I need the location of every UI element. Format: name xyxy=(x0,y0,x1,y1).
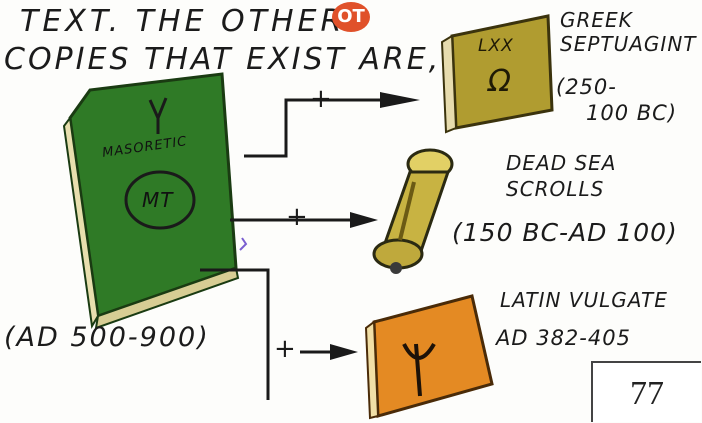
vulgate-date: AD 382-405 xyxy=(496,326,631,350)
septuagint-label-line1: GREEK xyxy=(560,8,633,32)
plus-sign-scrolls: + xyxy=(286,202,309,232)
arrow-to-vulgate xyxy=(330,344,358,360)
dead-sea-scrolls-date: (150 BC-AD 100) xyxy=(452,218,678,247)
ot-badge: OT xyxy=(332,2,370,32)
septuagint-cover-text: LXX xyxy=(478,36,514,56)
dead-sea-scrolls-label: DEAD SEA SCROLLS xyxy=(506,150,617,202)
plus-sign-vulgate: + xyxy=(274,334,297,364)
septuagint-label-line2: SEPTUAGINT xyxy=(560,32,697,56)
arrow-to-septuagint xyxy=(380,92,420,108)
septuagint-date-line1: (250- xyxy=(556,75,617,99)
vulgate-label: LATIN VULGATE xyxy=(500,288,668,312)
masoretic-date: (AD 500-900) xyxy=(4,322,210,353)
header-line-2: COPIES THAT EXIST ARE, xyxy=(4,42,441,77)
septuagint-omega: Ω xyxy=(488,64,512,99)
septuagint-date-line2: 100 BC) xyxy=(556,101,677,125)
arrow-to-scrolls xyxy=(350,212,378,228)
scribble-mark xyxy=(240,238,246,250)
masoretic-emblem: MT xyxy=(142,188,173,212)
vulgate-book xyxy=(366,296,492,418)
dss-label-line1: DEAD SEA xyxy=(506,151,617,175)
septuagint-date: (250- 100 BC) xyxy=(556,74,677,126)
septuagint-label: GREEK SEPTUAGINT xyxy=(560,8,697,56)
dss-label-line2: SCROLLS xyxy=(506,177,604,201)
page-number: 77 xyxy=(591,361,701,422)
plus-sign-septuagint: + xyxy=(310,84,333,114)
dead-sea-scroll xyxy=(374,150,452,274)
header-line-1: TEXT. THE OTHER xyxy=(20,4,345,39)
